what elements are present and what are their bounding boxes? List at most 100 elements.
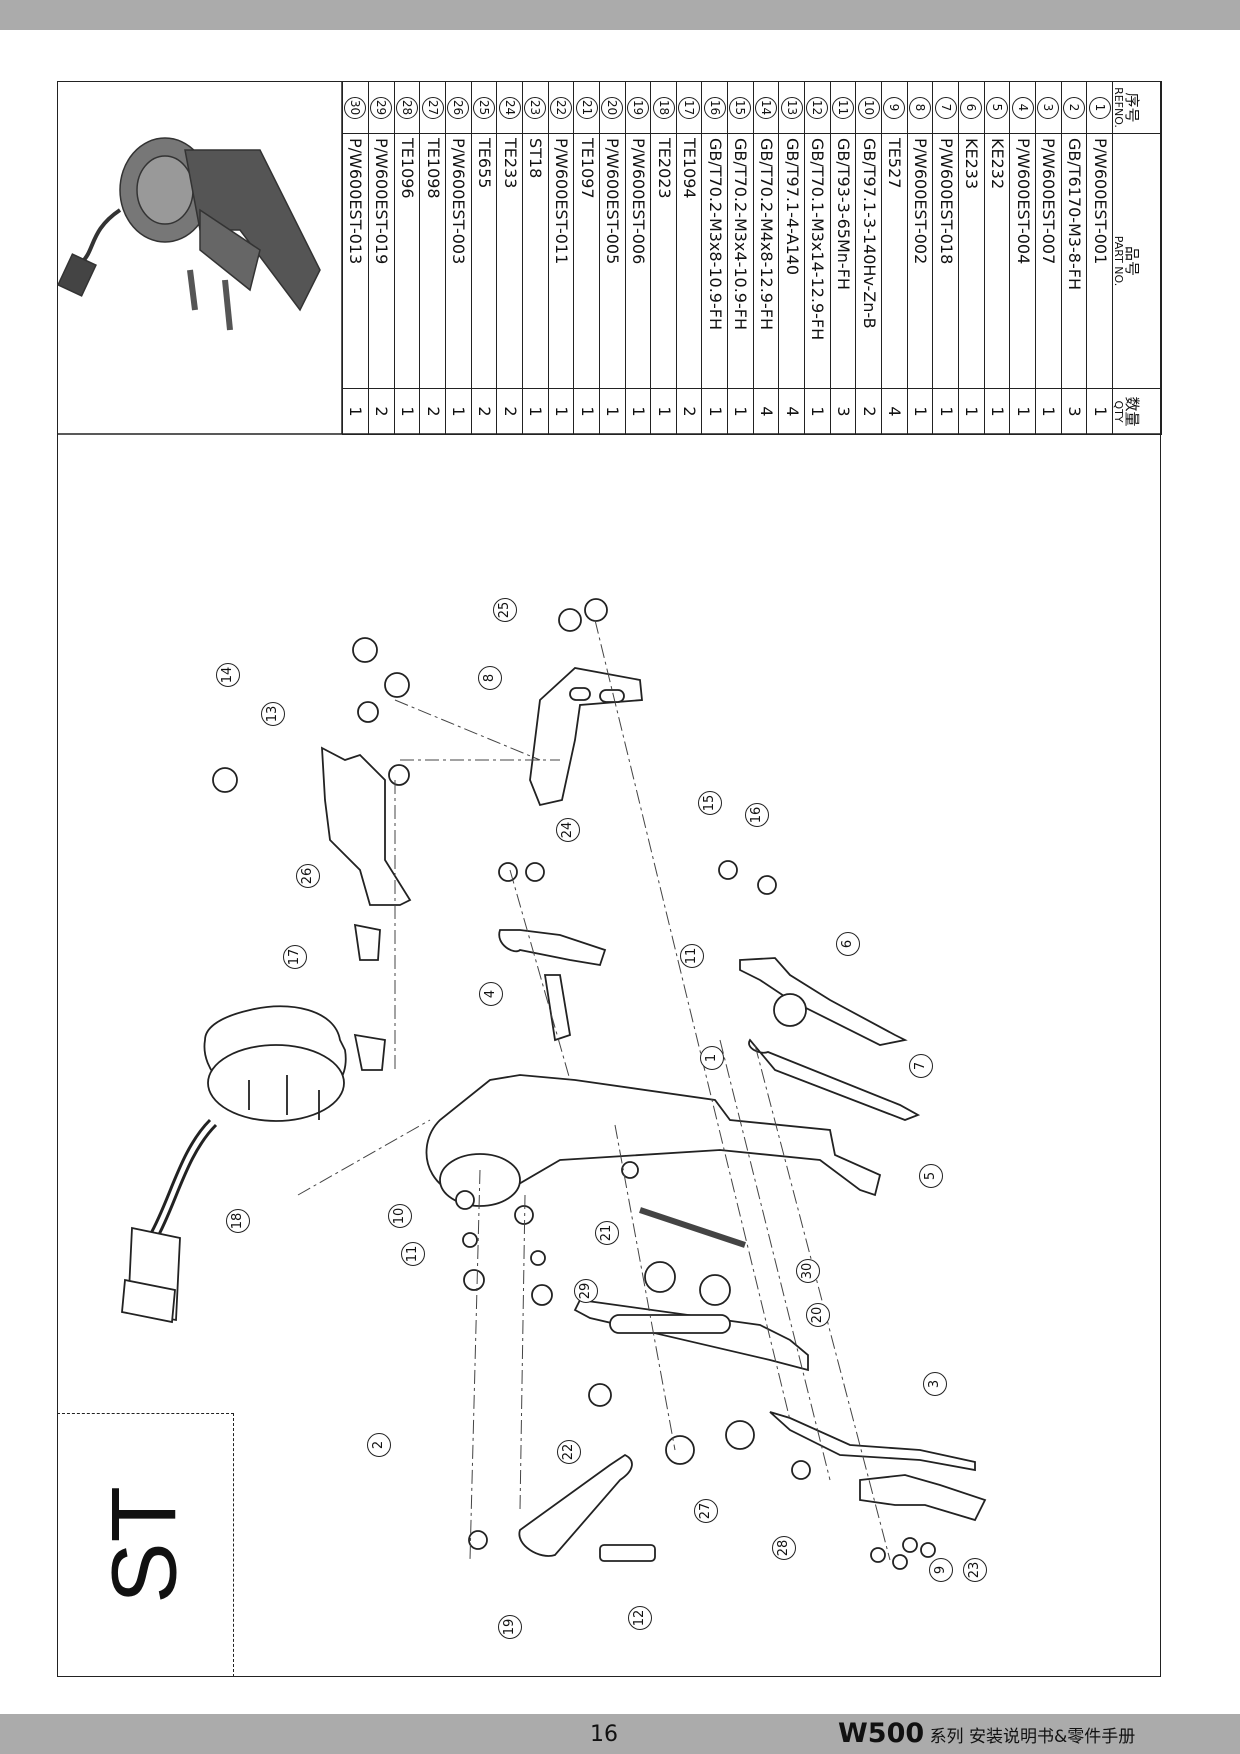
ref-number: 30 [344, 96, 367, 119]
ref-cell: 17 [676, 81, 702, 134]
qty-cell: 3 [830, 388, 856, 435]
ref-number: 13 [780, 96, 803, 119]
callout-3: 3 [923, 1372, 947, 1396]
qty-cell: 2 [496, 388, 523, 435]
callout-20: 20 [806, 1303, 830, 1327]
qty-cell: 1 [932, 388, 959, 435]
ref-number: 19 [626, 96, 649, 119]
ref-cell: 3 [1035, 81, 1062, 134]
part-number-cell: GB/T70.1-M3x14-12.9-FH [804, 133, 831, 389]
ref-cell: 28 [394, 81, 420, 134]
part-number-cell: P/W600EST-013 [342, 133, 369, 389]
callout-29: 29 [574, 1279, 598, 1303]
qty-cell: 4 [778, 388, 805, 435]
ref-number: 25 [472, 96, 495, 119]
qty-cell: 1 [445, 388, 472, 435]
qty-cell: 1 [1086, 388, 1113, 435]
qty-cell: 2 [368, 388, 395, 435]
callout-30: 30 [796, 1259, 820, 1283]
qty-cell: 1 [984, 388, 1010, 435]
part-number-cell: P/W600EST-004 [1009, 133, 1036, 389]
ref-number: 10 [857, 96, 880, 119]
section-label-box [57, 1413, 234, 1677]
ref-number: 17 [678, 96, 701, 119]
ref-cell: 10 [855, 81, 882, 134]
ref-cell: 8 [907, 81, 933, 134]
ref-number: 24 [498, 96, 521, 119]
ref-cell: 20 [599, 81, 626, 134]
series-title: 系列 安装说明书&零件手册 [929, 1727, 1136, 1747]
qty-cell: 1 [727, 388, 754, 435]
part-number-cell: KE233 [958, 133, 985, 389]
part-number-cell: TE527 [881, 133, 908, 389]
part-number-cell: P/W600EST-005 [599, 133, 626, 389]
ref-number: 6 [960, 96, 983, 119]
ref-number: 9 [883, 96, 906, 119]
callout-19: 19 [498, 1615, 522, 1639]
ref-number: 12 [806, 96, 829, 119]
callout-13: 13 [261, 702, 285, 726]
ref-number: 21 [575, 96, 598, 119]
ref-number: 26 [447, 96, 470, 119]
qty-cell: 2 [471, 388, 497, 435]
ref-cell: 23 [522, 81, 549, 134]
qty-cell: 1 [702, 388, 728, 435]
ref-cell: 5 [984, 81, 1010, 134]
part-number-cell: TE1097 [573, 133, 600, 389]
ref-cell: 11 [830, 81, 856, 134]
footer-bar [0, 1714, 1240, 1754]
ref-number: 2 [1063, 96, 1086, 119]
callout-7: 7 [909, 1054, 933, 1078]
ref-number: 27 [421, 96, 444, 119]
callout-14: 14 [216, 663, 240, 687]
ref-number: 15 [729, 96, 752, 119]
qty-cell: 1 [573, 388, 600, 435]
ref-number: 22 [549, 96, 572, 119]
part-number-cell: P/W600EST-007 [1035, 133, 1062, 389]
qty-cell: 1 [342, 388, 369, 435]
qty-cell: 1 [522, 388, 549, 435]
ref-cell: 30 [342, 81, 369, 134]
ref-cell: 18 [650, 81, 677, 134]
model-name: W500 [838, 1718, 925, 1749]
part-number-cell: GB/T97.1-3-140Hv-Zn-B [855, 133, 882, 389]
qty-cell: 3 [1061, 388, 1087, 435]
part-number-cell: ST18 [522, 133, 549, 389]
callout-2: 2 [367, 1433, 391, 1457]
ref-number: 7 [934, 96, 957, 119]
part-number-cell: GB/T97.1-4-A140 [778, 133, 805, 389]
part-number-cell: P/W600EST-018 [932, 133, 959, 389]
part-number-cell: P/W600EST-003 [445, 133, 472, 389]
qty-cell: 1 [625, 388, 651, 435]
callout-22: 22 [557, 1440, 581, 1464]
qty-cell: 1 [958, 388, 985, 435]
part-number-cell: P/W600EST-006 [625, 133, 651, 389]
ref-cell: 9 [881, 81, 908, 134]
part-number-cell: P/W600EST-019 [368, 133, 395, 389]
manual-title: W500 系列 安装说明书&零件手册 [838, 1718, 1135, 1749]
callout-15: 15 [698, 791, 722, 815]
